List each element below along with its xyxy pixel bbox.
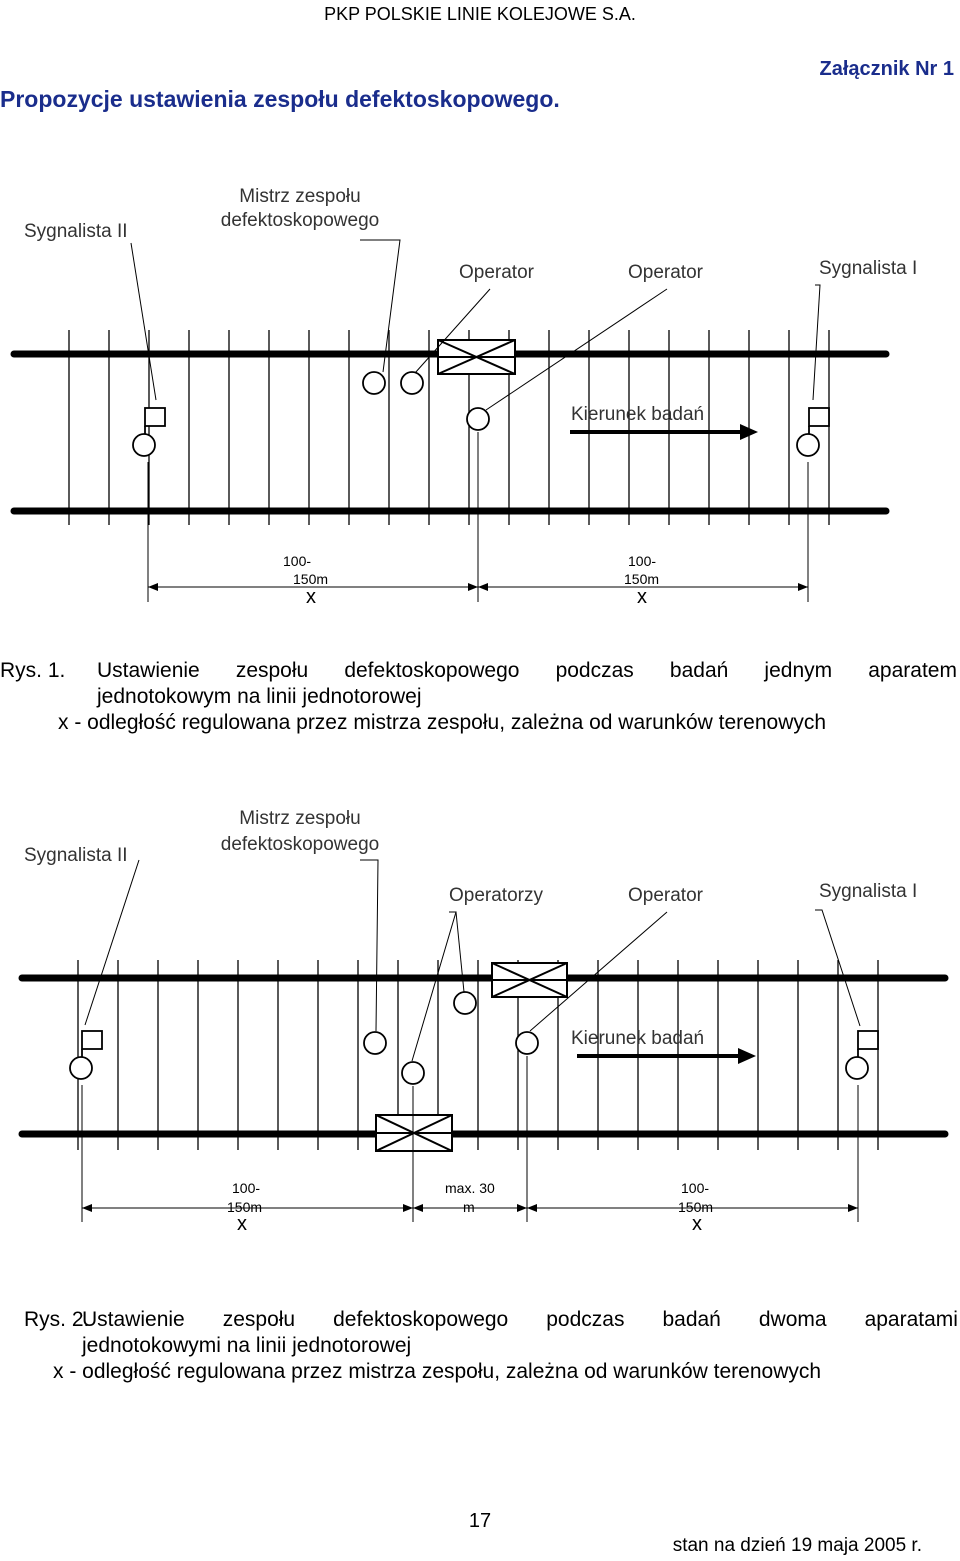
operators-label: Operatorzy: [449, 885, 543, 906]
caption-word: zespołu: [222, 1308, 296, 1331]
figure-1-caption-line2: jednotokowym na linii jednotorowej: [97, 685, 422, 708]
direction-label: Kierunek badań: [571, 1028, 705, 1049]
dimension-2-x: x: [637, 586, 647, 608]
figure-2-diagram: [18, 859, 949, 1222]
figure-2-caption-prefix: Rys. 2.: [24, 1308, 90, 1331]
caption-word: podczas: [546, 1308, 625, 1331]
caption-word: aparatami: [864, 1308, 958, 1331]
caption-word: badań: [669, 659, 729, 682]
dimension-2-line1: max. 30: [445, 1180, 495, 1196]
direction-arrow-icon: [577, 1048, 756, 1064]
dimension-1-line2: 150m: [293, 571, 329, 587]
direction-label: Kierunek badań: [571, 404, 705, 425]
dimension-lines: [81, 1056, 859, 1222]
annex-number: Załącznik Nr 1: [819, 58, 954, 80]
master-label-line1: Mistrz zespołu: [239, 186, 361, 207]
dimension-2-line2: 150m: [624, 571, 660, 587]
operator-a-label: Operator: [459, 262, 534, 283]
company-name: PKP POLSKIE LINIE KOLEJOWE S.A.: [324, 4, 636, 24]
caption-word: defektoskopowego: [333, 1308, 509, 1331]
figure-1-caption-line3: x - odległość regulowana przez mistrza z…: [58, 711, 827, 734]
detector-device: [437, 339, 516, 375]
signaller-1-icon: [845, 1030, 879, 1080]
dimension-1-line2: 150m: [227, 1199, 263, 1215]
dimension-1-line1: 100-: [232, 1180, 261, 1196]
detector-device-bottom: [375, 1114, 453, 1152]
master-label-line2: defektoskopowego: [220, 210, 380, 231]
signaller-1-icon: [796, 407, 830, 457]
master-label-line1: Mistrz zespołu: [239, 808, 361, 829]
figure-1-diagram: [10, 239, 890, 602]
operator-b-label: Operator: [628, 262, 703, 283]
figure-2-caption-line2: jednotokowymi na linii jednotorowej: [82, 1334, 412, 1357]
signaller-2-label: Sygnalista II: [24, 221, 128, 242]
leader-lines: [84, 859, 861, 1062]
operator-a-person-icon: [400, 371, 424, 395]
caption-word: podczas: [555, 659, 634, 682]
dimension-3-line2: 150m: [678, 1199, 714, 1215]
caption-word: Ustawienie: [97, 659, 200, 682]
dimension-2-line2: m: [463, 1199, 475, 1215]
sleepers: [77, 960, 879, 1150]
master-person-icon: [363, 1031, 387, 1055]
dimension-1-x: x: [306, 586, 316, 608]
caption-word: jednym: [764, 659, 833, 682]
caption-word: Ustawienie: [82, 1308, 185, 1331]
operator-person-icon: [515, 1031, 539, 1055]
signaller-2-label: Sygnalista II: [24, 845, 128, 866]
signaller-2-icon: [69, 1030, 103, 1080]
operator-label: Operator: [628, 885, 703, 906]
caption-word: badań: [662, 1308, 721, 1331]
detector-device-top: [491, 962, 568, 998]
dimension-3-line1: 100-: [681, 1180, 710, 1196]
operator-bottom-person-icon: [401, 1061, 425, 1085]
dimension-lines: [147, 432, 809, 602]
figure-2-caption-line1: Ustawienie zespołu defektoskopowego podc…: [82, 1308, 958, 1332]
figure-2-caption-line3: x - odległość regulowana przez mistrza z…: [53, 1360, 822, 1383]
signaller-1-label: Sygnalista I: [819, 881, 918, 902]
figure-1-caption-line1: Ustawienie zespołu defektoskopowego podc…: [97, 659, 957, 683]
operator-top-person-icon: [453, 991, 477, 1015]
dimension-arrowheads: [82, 1204, 858, 1212]
dimension-1-x: x: [237, 1213, 247, 1235]
direction-arrow-icon: [570, 424, 758, 440]
page-title: Propozycje ustawienia zespołu defektosko…: [0, 86, 560, 112]
operator-b-person-icon: [466, 407, 490, 431]
caption-word: dwoma: [758, 1308, 827, 1331]
dimension-3-x: x: [692, 1213, 702, 1235]
caption-word: zespołu: [235, 659, 309, 682]
leader-lines: [130, 239, 821, 411]
dimension-arrowheads: [148, 583, 808, 591]
caption-word: defektoskopowego: [344, 659, 520, 682]
figure-1-caption-prefix: Rys. 1.: [0, 659, 66, 682]
caption-word: aparatem: [868, 659, 957, 682]
signaller-2-icon: [132, 407, 166, 457]
page-number: 17: [468, 1510, 492, 1532]
footer-date: stan na dzień 19 maja 2005 r.: [672, 1535, 922, 1556]
master-person-icon: [362, 371, 386, 395]
dimension-2-line1: 100-: [628, 553, 657, 569]
dimension-1-line1: 100-: [283, 553, 312, 569]
master-label-line2: defektoskopowego: [220, 834, 380, 855]
signaller-1-label: Sygnalista I: [819, 258, 918, 279]
